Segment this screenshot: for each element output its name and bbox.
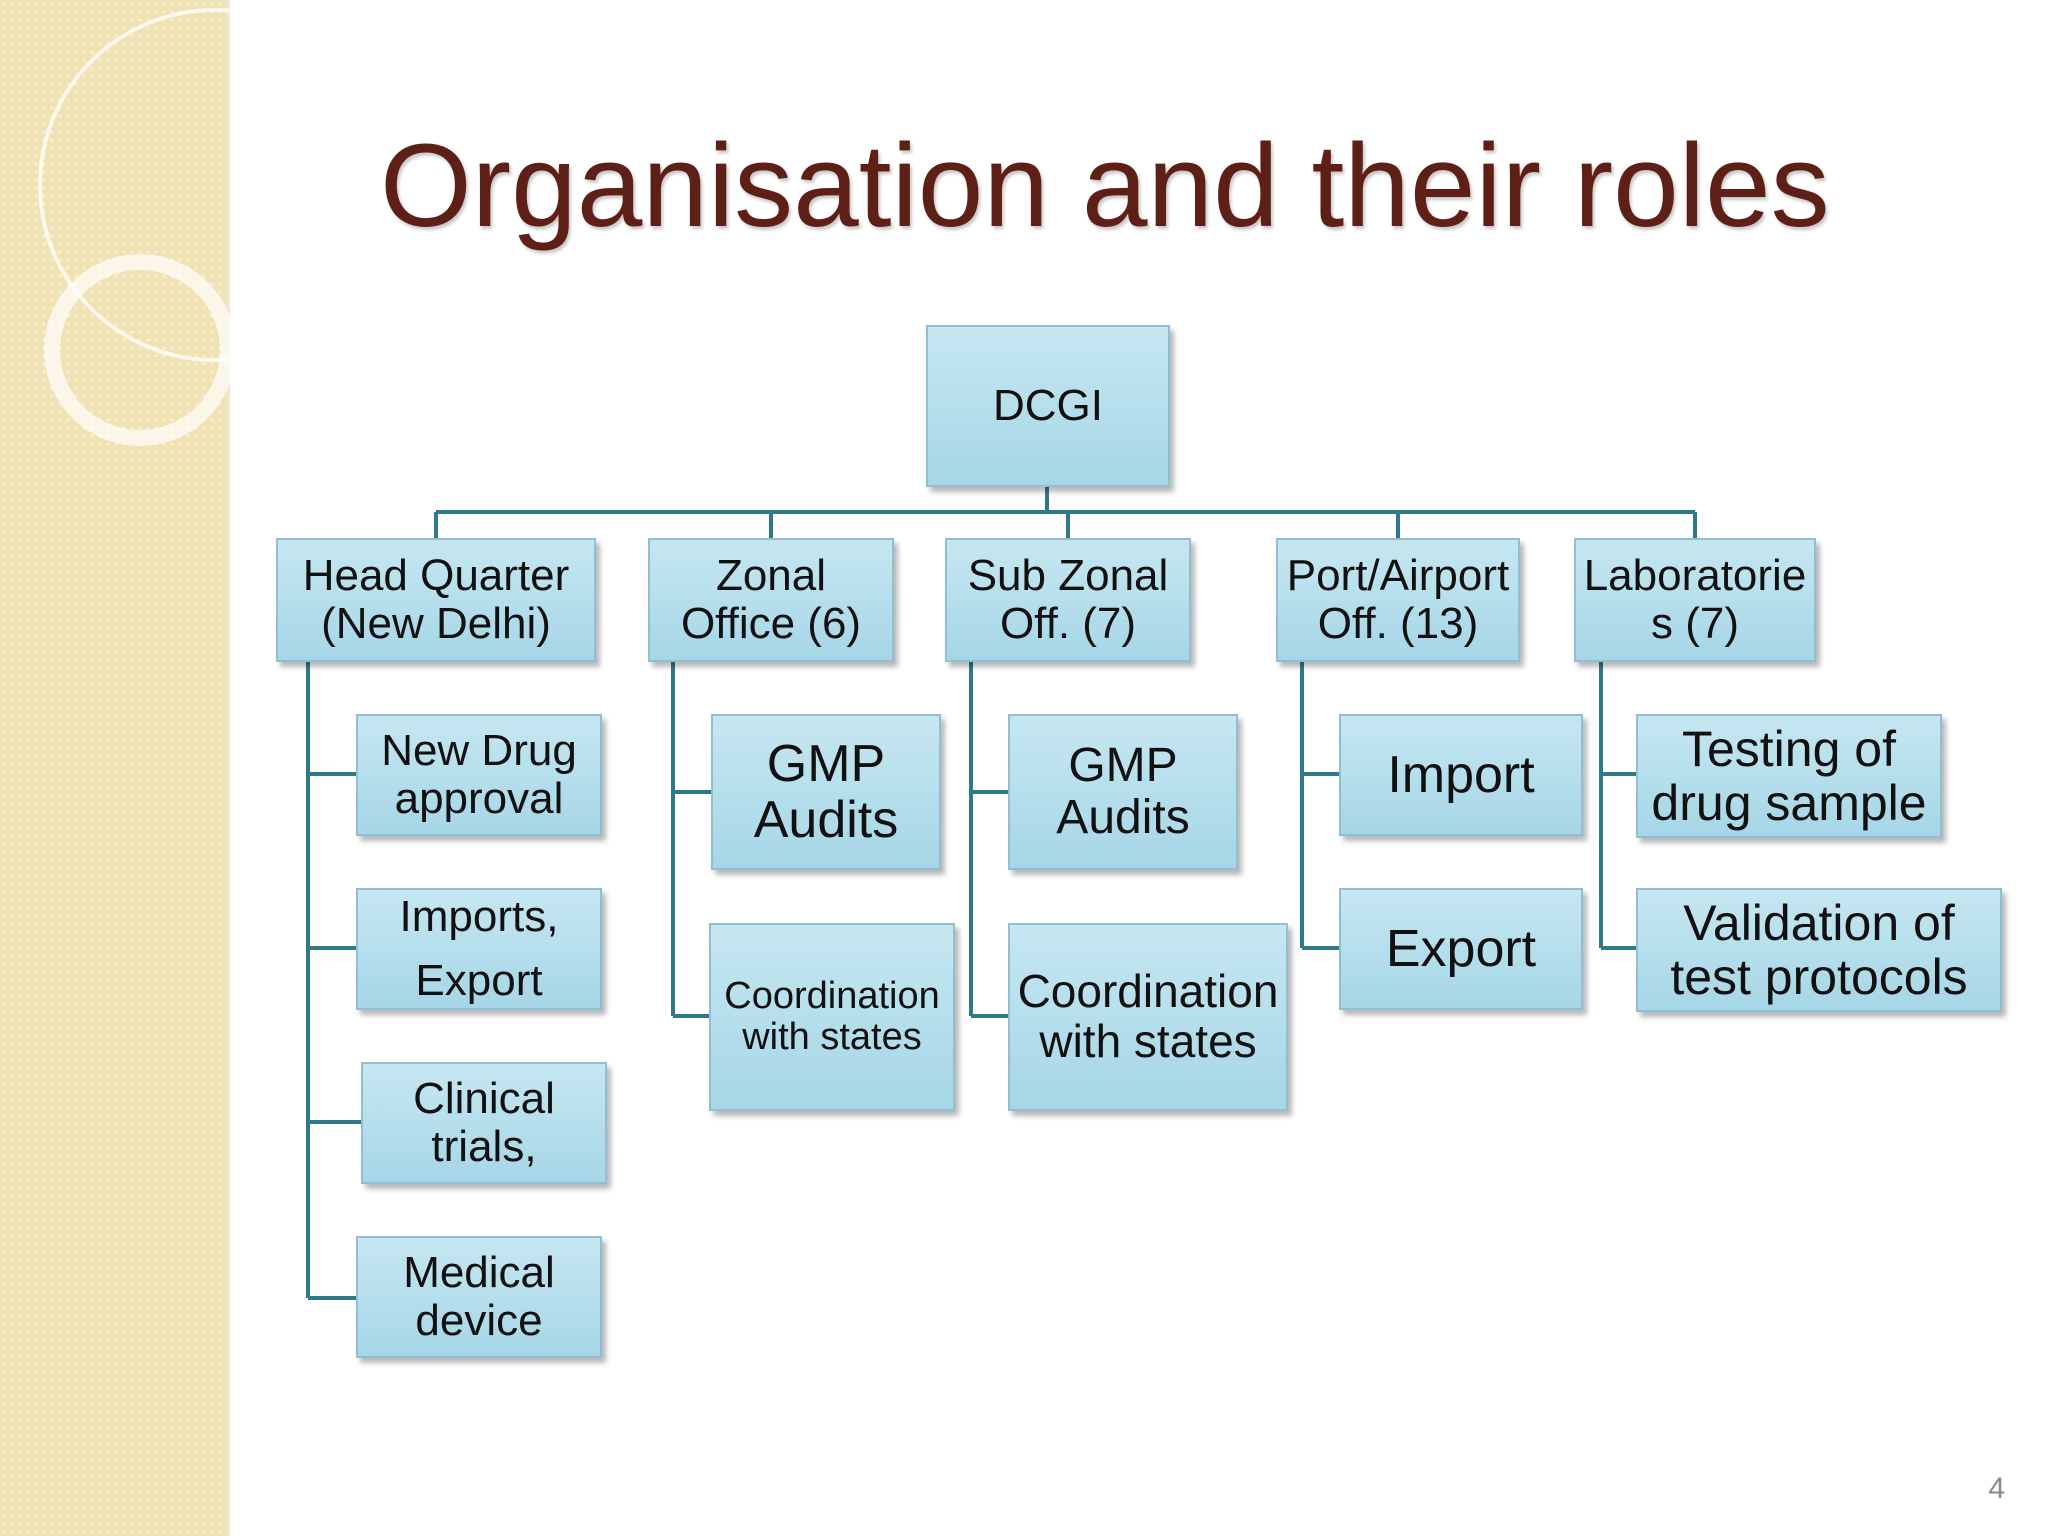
- node-new-drug-approval: New Drug approval: [356, 714, 602, 836]
- node-label: Clinical trials,: [413, 1074, 555, 1171]
- node-zonal-office: Zonal Office (6): [648, 538, 894, 662]
- node-dcgi-label: DCGI: [993, 381, 1103, 431]
- node-label: Laboratorie s (7): [1583, 551, 1807, 648]
- node-sub-zonal-office: Sub Zonal Off. (7): [945, 538, 1191, 662]
- node-dcgi: DCGI: [926, 325, 1170, 487]
- node-label: Import: [1387, 745, 1535, 804]
- node-label: Export: [1385, 919, 1537, 978]
- node-label: Coordination with states: [724, 974, 940, 1058]
- node-import: Import: [1339, 714, 1583, 836]
- node-export: Export: [1339, 888, 1583, 1010]
- node-head-quarter: Head Quarter (New Delhi): [276, 538, 596, 662]
- node-label: Medical device: [403, 1248, 555, 1345]
- node-label: Port/Airport Off. (13): [1286, 551, 1510, 648]
- node-label: GMP Audits: [1056, 739, 1190, 844]
- node-label: Validation of test protocols: [1670, 895, 1968, 1005]
- node-label: Coordination with states: [1017, 965, 1279, 1067]
- node-port-airport-office: Port/Airport Off. (13): [1276, 538, 1520, 662]
- node-testing-drug-sample: Testing of drug sample: [1636, 714, 1942, 838]
- slide-title: Organisation and their roles: [380, 120, 1830, 252]
- node-label: Head Quarter (New Delhi): [302, 551, 570, 648]
- node-medical-device: Medical device: [356, 1236, 602, 1358]
- node-clinical-trials: Clinical trials,: [361, 1062, 607, 1184]
- node-subzonal-gmp-audits: GMP Audits: [1008, 714, 1238, 870]
- slide-number: 4: [1988, 1472, 2005, 1505]
- node-label: Imports, Export: [399, 892, 559, 1005]
- node-zonal-coordination: Coordination with states: [709, 923, 955, 1111]
- node-label: Testing of drug sample: [1651, 721, 1927, 831]
- node-subzonal-coordination: Coordination with states: [1008, 923, 1288, 1111]
- node-zonal-gmp-audits: GMP Audits: [711, 714, 941, 870]
- node-label: GMP Audits: [753, 734, 899, 849]
- node-validation-test-protocols: Validation of test protocols: [1636, 888, 2002, 1012]
- node-laboratories: Laboratorie s (7): [1574, 538, 1816, 662]
- decorative-rings: [38, 8, 240, 446]
- node-imports-export: Imports, Export: [356, 888, 602, 1010]
- sidebar-edge: [226, 0, 230, 1536]
- decorative-sidebar: [0, 0, 228, 1536]
- node-label: New Drug approval: [381, 726, 577, 823]
- node-label: Sub Zonal Off. (7): [967, 551, 1169, 648]
- node-label: Zonal Office (6): [680, 551, 862, 648]
